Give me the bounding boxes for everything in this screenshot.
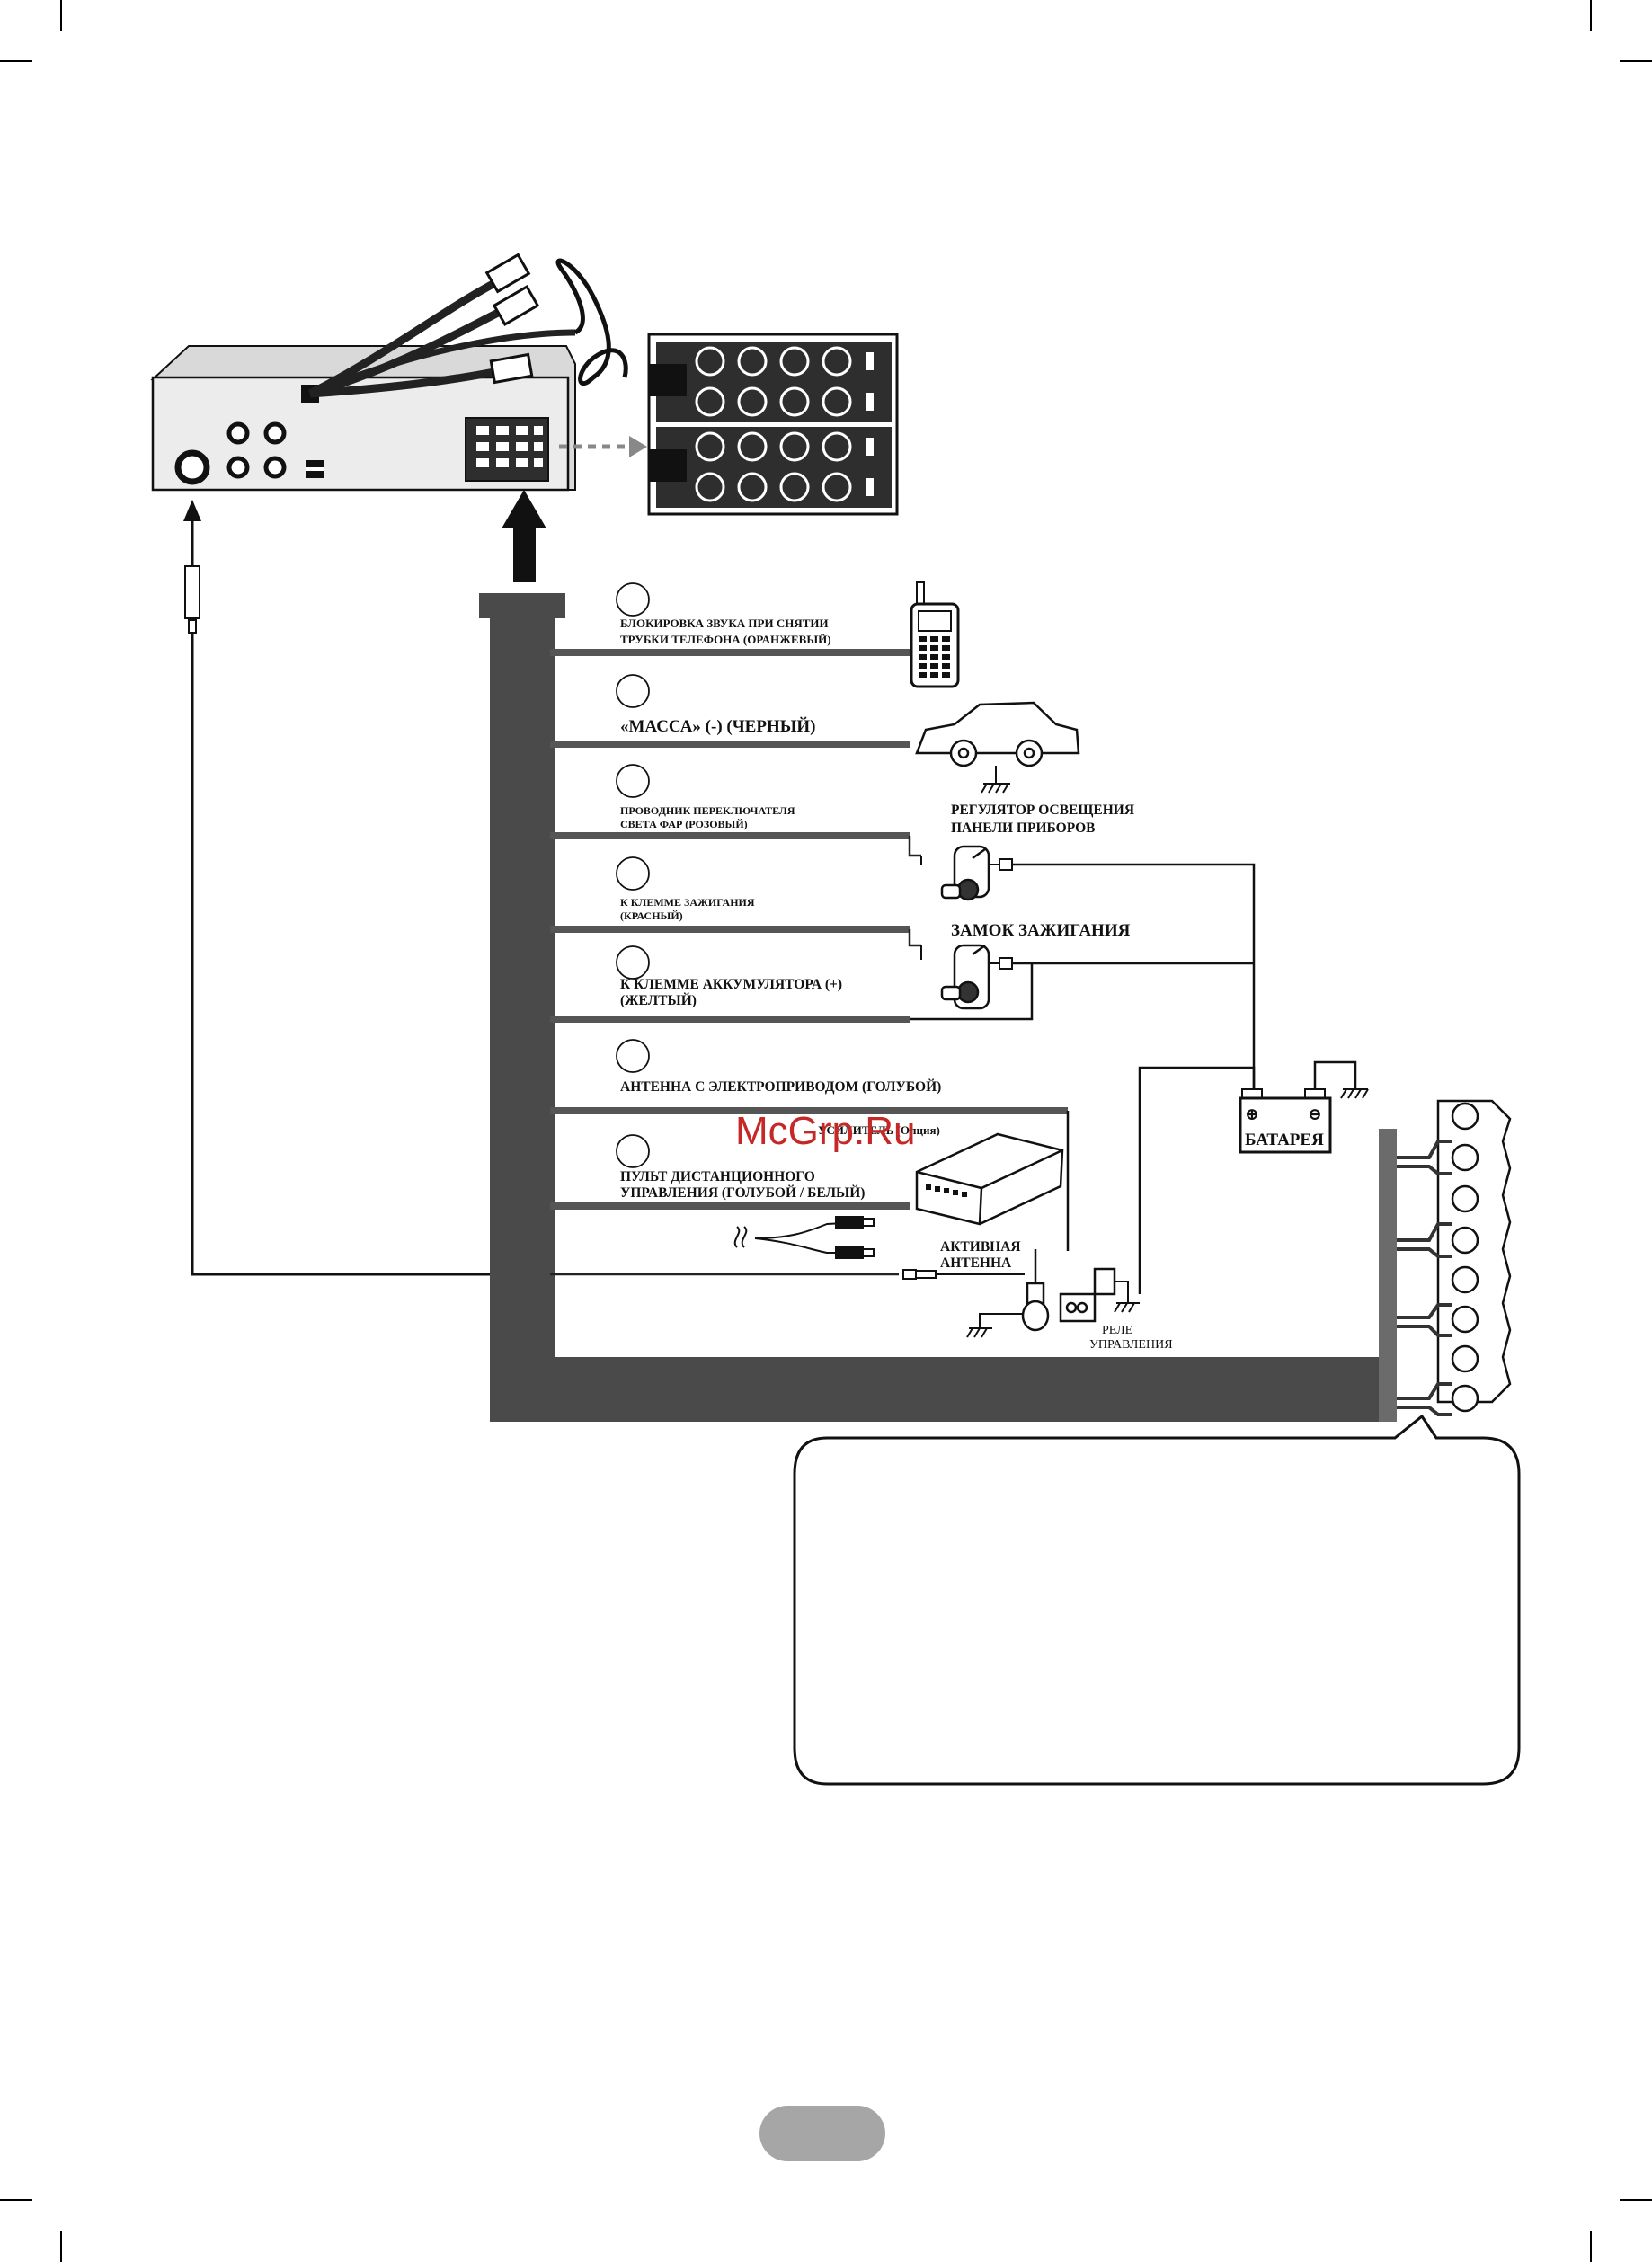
rca-plug-icon [733,1216,875,1259]
amplifier-label: УСИЛИТЕЛЬ (Опция) [818,1123,940,1137]
active-antenna-label-line: АНТЕННА [940,1255,1012,1271]
battery-label: БАТАРЕЯ [1245,1131,1324,1149]
battery-icon [1239,1088,1332,1154]
antenna-cable [183,500,490,1276]
wire-label-line: «МАССА» (-) (ЧЕРНЫЙ) [620,716,816,736]
dotted-arrow-icon [629,436,647,457]
page-number-pill [759,2106,885,2161]
wire-label-line: СВЕТА ФАР (РОЗОВЫЙ) [620,818,748,830]
harness-wires [550,649,1068,1210]
battery-minus-sign: ⊖ [1308,1105,1322,1124]
wire-label-line: (ЖЕЛТЫЙ) [620,993,697,1008]
dimmer-switch-icon [940,845,990,901]
ignition-label: ЗАМОК ЗАЖИГАНИЯ [951,921,1131,940]
iso-connector-detail [647,333,899,516]
watermark: McGrp.Ru [735,1109,915,1153]
rca-plug-icon [484,253,540,385]
head-unit [150,253,628,492]
callout-box [793,1414,1521,1786]
ground-icon [966,1327,992,1338]
relay-label-line: УПРАВЛЕНИЯ [1089,1338,1173,1352]
wire-harness [479,593,1397,1422]
antenna-plug-icon [184,565,200,619]
wire-number-circles [616,582,650,1168]
wire-label-line: К КЛЕММЕ АККУМУЛЯТОРА (+) [620,977,842,992]
active-antenna-label-line: АКТИВНАЯ [940,1239,1021,1255]
wire-label-line: (КРАСНЫЙ) [620,909,683,922]
arrow-up-icon [502,490,546,528]
wire-labels: БЛОКИРОВКА ЗВУКА ПРИ СНЯТИИ ТРУБКИ ТЕЛЕФ… [620,617,941,1201]
wire-label-line: К КЛЕММЕ ЗАЖИГАНИЯ [620,896,755,909]
wire-label-line: АНТЕННА С ЭЛЕКТРОПРИВОДОМ (ГОЛУБОЙ) [620,1079,941,1095]
connector-block [1397,1099,1512,1416]
antenna-socket-icon [174,449,210,485]
ignition-switch-icon [940,944,990,1010]
amplifier-icon [915,1132,1064,1226]
mobile-phone-icon [910,581,960,688]
antenna-motor-icon [1021,1249,1116,1332]
ground-icon [1340,1088,1369,1099]
arrow-up-icon [183,500,201,521]
relay-label-line: РЕЛЕ [1102,1324,1132,1337]
wire-label-line: УПРАВЛЕНИЯ (ГОЛУБОЙ / БЕЛЫЙ) [620,1185,865,1201]
ground-icon [981,766,1010,794]
wire-label-line: ПРОВОДНИК ПЕРЕКЛЮЧАТЕЛЯ [620,804,795,817]
wire-label-line: ТРУБКИ ТЕЛЕФОНА (ОРАНЖЕВЫЙ) [620,633,831,646]
dimmer-label-line: РЕГУЛЯТОР ОСВЕЩЕНИЯ [951,803,1134,818]
ground-icon [1114,1302,1140,1313]
antenna-plug-icon [902,1269,1025,1280]
rca-jack-icon [226,421,287,479]
dimmer-label-line: ПАНЕЛИ ПРИБОРОВ [951,821,1095,836]
wire-label-line: ПУЛЬТ ДИСТАНЦИОННОГО [620,1169,815,1184]
battery-plus-sign: ⊕ [1245,1105,1259,1124]
car-icon [915,701,1080,767]
wire-label-line: БЛОКИРОВКА ЗВУКА ПРИ СНЯТИИ [620,617,829,630]
